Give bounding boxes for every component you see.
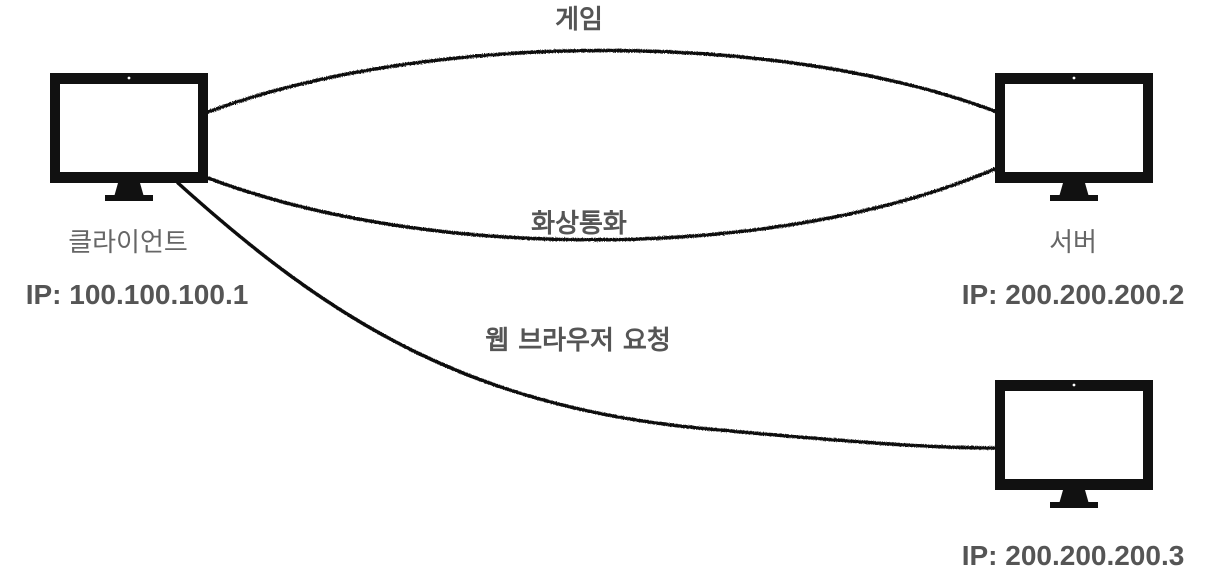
web-request-connection-line: [176, 181, 999, 450]
web-server-ip-label: IP: 200.200.200.3: [962, 540, 1185, 571]
server-ip-label: IP: 200.200.200.2: [962, 279, 1185, 310]
client-name-label: 클라이언트: [68, 228, 188, 258]
game-connection-line: [206, 48, 999, 114]
server-monitor-icon: [995, 73, 1153, 201]
web-server-monitor-icon: [995, 380, 1153, 508]
client-ip-label: IP: 100.100.100.1: [26, 279, 249, 310]
client-monitor-icon: [50, 73, 208, 201]
server-name-label: 서버: [1049, 228, 1097, 258]
web-request-connection-label: 웹 브라우저 요청: [485, 326, 671, 356]
video-call-connection-line: [206, 166, 999, 242]
game-connection-label: 게임: [555, 5, 603, 35]
video-call-connection-label: 화상통화: [531, 209, 627, 239]
